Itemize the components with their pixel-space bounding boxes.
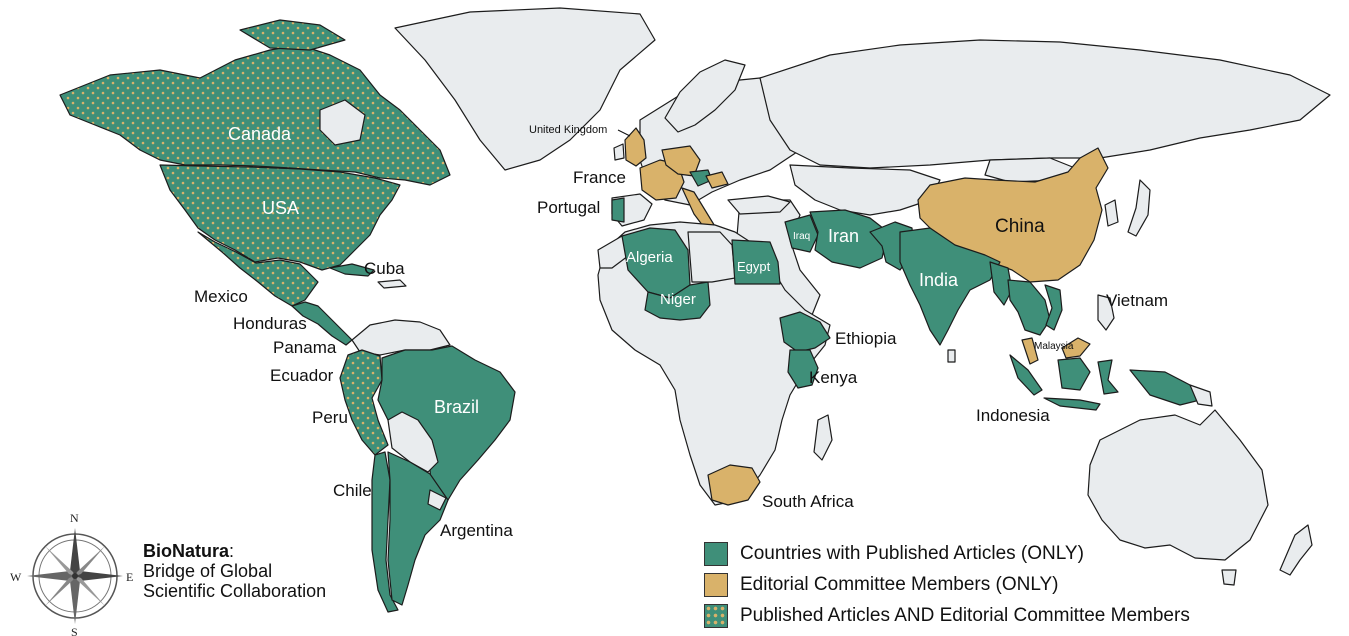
country-japan [1127, 179, 1151, 237]
brand-line3: Scientific Collaboration [143, 581, 327, 601]
label-niger: Niger [660, 291, 696, 308]
label-portugal: Portugal [537, 198, 600, 217]
legend: Countries with Published Articles (ONLY)… [704, 538, 1190, 631]
country-usa [159, 164, 401, 271]
country-uk [624, 127, 647, 167]
label-indonesia: Indonesia [976, 406, 1050, 425]
label-malaysia: Malaysia [1034, 341, 1074, 352]
compass-s-label: S [71, 625, 78, 636]
country-madagascar [813, 414, 833, 461]
label-iran: Iran [828, 226, 859, 246]
compass-rose-icon: N E S W [10, 511, 133, 636]
label-honduras: Honduras [233, 314, 307, 333]
legend-swatch-editorial [704, 572, 728, 597]
country-sri-lanka [947, 349, 956, 363]
country-russia [759, 39, 1331, 169]
hudson-bay [319, 99, 366, 146]
label-france: France [573, 168, 626, 187]
label-egypt: Egypt [737, 259, 771, 274]
country-indonesia-papua [1129, 369, 1201, 406]
country-morocco [597, 235, 629, 269]
country-eastern-europe [705, 171, 729, 189]
label-peru: Peru [312, 408, 348, 427]
country-indonesia-sumatra [1009, 354, 1043, 396]
country-mexico [197, 231, 319, 307]
label-chile: Chile [333, 481, 372, 500]
label-india: India [919, 270, 959, 290]
country-new-zealand [1279, 524, 1313, 576]
label-south-africa: South Africa [762, 492, 854, 511]
country-cuba [329, 263, 375, 277]
label-usa: USA [262, 198, 299, 218]
label-ethiopia: Ethiopia [835, 329, 897, 348]
country-ecuador-peru [339, 349, 389, 456]
country-indochina [1007, 279, 1051, 336]
country-argentina [387, 451, 449, 606]
legend-label-both: Published Articles AND Editorial Committ… [740, 604, 1190, 626]
central-asia [789, 164, 941, 216]
country-kenya [787, 349, 819, 389]
country-tasmania [1221, 569, 1237, 586]
country-canada [59, 44, 451, 186]
legend-label-published: Countries with Published Articles (ONLY) [740, 542, 1084, 564]
country-ireland [613, 143, 625, 161]
label-canada: Canada [228, 124, 292, 144]
country-south-africa [707, 464, 761, 506]
country-iran [809, 209, 889, 269]
country-australia [1087, 409, 1269, 561]
country-korea [1104, 199, 1119, 227]
label-mexico: Mexico [194, 287, 248, 306]
greenland [394, 7, 656, 171]
country-indonesia-borneo [1057, 357, 1091, 391]
label-iraq: Iraq [793, 231, 810, 242]
country-bolivia [387, 411, 439, 473]
compass-w-label: W [10, 570, 22, 584]
compass-n-label: N [70, 511, 79, 525]
brand-line2: Bridge of Global [143, 561, 273, 581]
country-malaysia [1021, 337, 1039, 365]
country-malaysia-borneo [1061, 337, 1091, 359]
brand-name: BioNatura [143, 541, 230, 561]
label-panama: Panama [273, 338, 337, 357]
label-ecuador: Ecuador [270, 366, 334, 385]
label-argentina: Argentina [440, 521, 513, 540]
country-iraq [784, 214, 819, 253]
country-myanmar [989, 261, 1013, 306]
legend-swatch-both [704, 603, 728, 628]
legend-item-editorial: Editorial Committee Members (ONLY) [704, 569, 1190, 600]
label-kenya: Kenya [809, 368, 858, 387]
country-portugal [611, 197, 625, 223]
country-niger [644, 281, 711, 321]
country-egypt [731, 239, 781, 285]
country-philippines [1097, 294, 1115, 331]
legend-item-published: Countries with Published Articles (ONLY) [704, 538, 1190, 569]
brand-colon: : [229, 541, 235, 561]
legend-label-editorial: Editorial Committee Members (ONLY) [740, 573, 1059, 595]
country-turkey [727, 195, 791, 215]
country-india [899, 227, 1001, 346]
label-united-kingdom: United Kingdom [529, 124, 607, 136]
legend-item-both: Published Articles AND Editorial Committ… [704, 600, 1190, 631]
uk-leader-line [617, 129, 631, 137]
country-uruguay [427, 489, 447, 511]
label-algeria: Algeria [626, 249, 673, 266]
country-indonesia-sulawesi [1097, 359, 1119, 395]
label-brazil: Brazil [434, 397, 479, 417]
brand-block: BioNatura: Bridge of Global Scientific C… [143, 541, 326, 601]
legend-swatch-published [704, 541, 728, 566]
label-china: China [995, 216, 1045, 237]
country-png [1189, 384, 1213, 407]
country-ethiopia [779, 311, 831, 353]
country-vietnam [1044, 284, 1063, 331]
label-cuba: Cuba [364, 259, 405, 278]
label-vietnam: Vietnam [1106, 291, 1168, 310]
arctic-islands [239, 19, 346, 51]
caribbean-islands [377, 279, 407, 289]
scandinavia [664, 59, 746, 133]
compass-e-label: E [126, 570, 133, 584]
country-indonesia-java [1043, 397, 1101, 411]
